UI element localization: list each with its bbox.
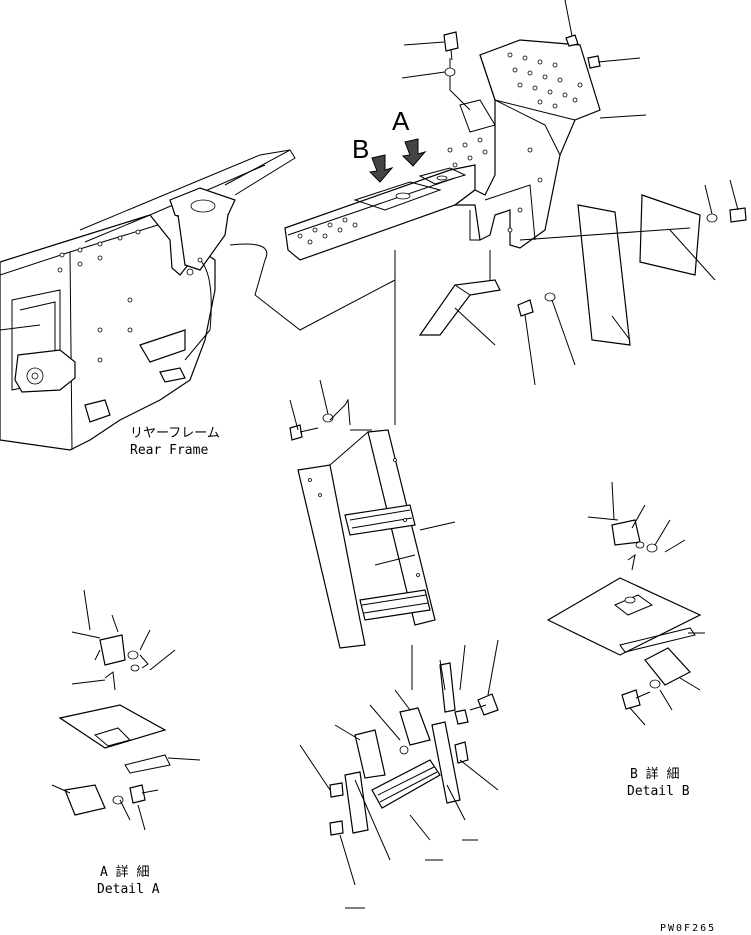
detail-a-en-label: Detail A [97,882,160,897]
rear-frame-jp-label: リヤーフレーム [130,426,220,441]
drawing-code-label: PW0F265 [660,923,716,934]
ladder-assembly [289,250,456,690]
detail-a-drawing [51,589,201,831]
arrow-a-label: A [392,106,410,136]
top-fasteners [401,0,747,386]
rear-frame-drawing [0,149,396,451]
arrow-b-label: B [352,134,369,164]
rear-frame-en-label: Rear Frame [130,443,208,458]
view-arrows [368,138,427,183]
platform-assembly [284,39,601,346]
detail-b-jp-label: B 詳 細 [630,766,679,782]
detail-b-drawing [546,481,705,726]
lower-parts [299,639,499,909]
detail-b-en-label: Detail B [627,784,690,799]
detail-a-jp-label: A 詳 細 [100,864,149,880]
